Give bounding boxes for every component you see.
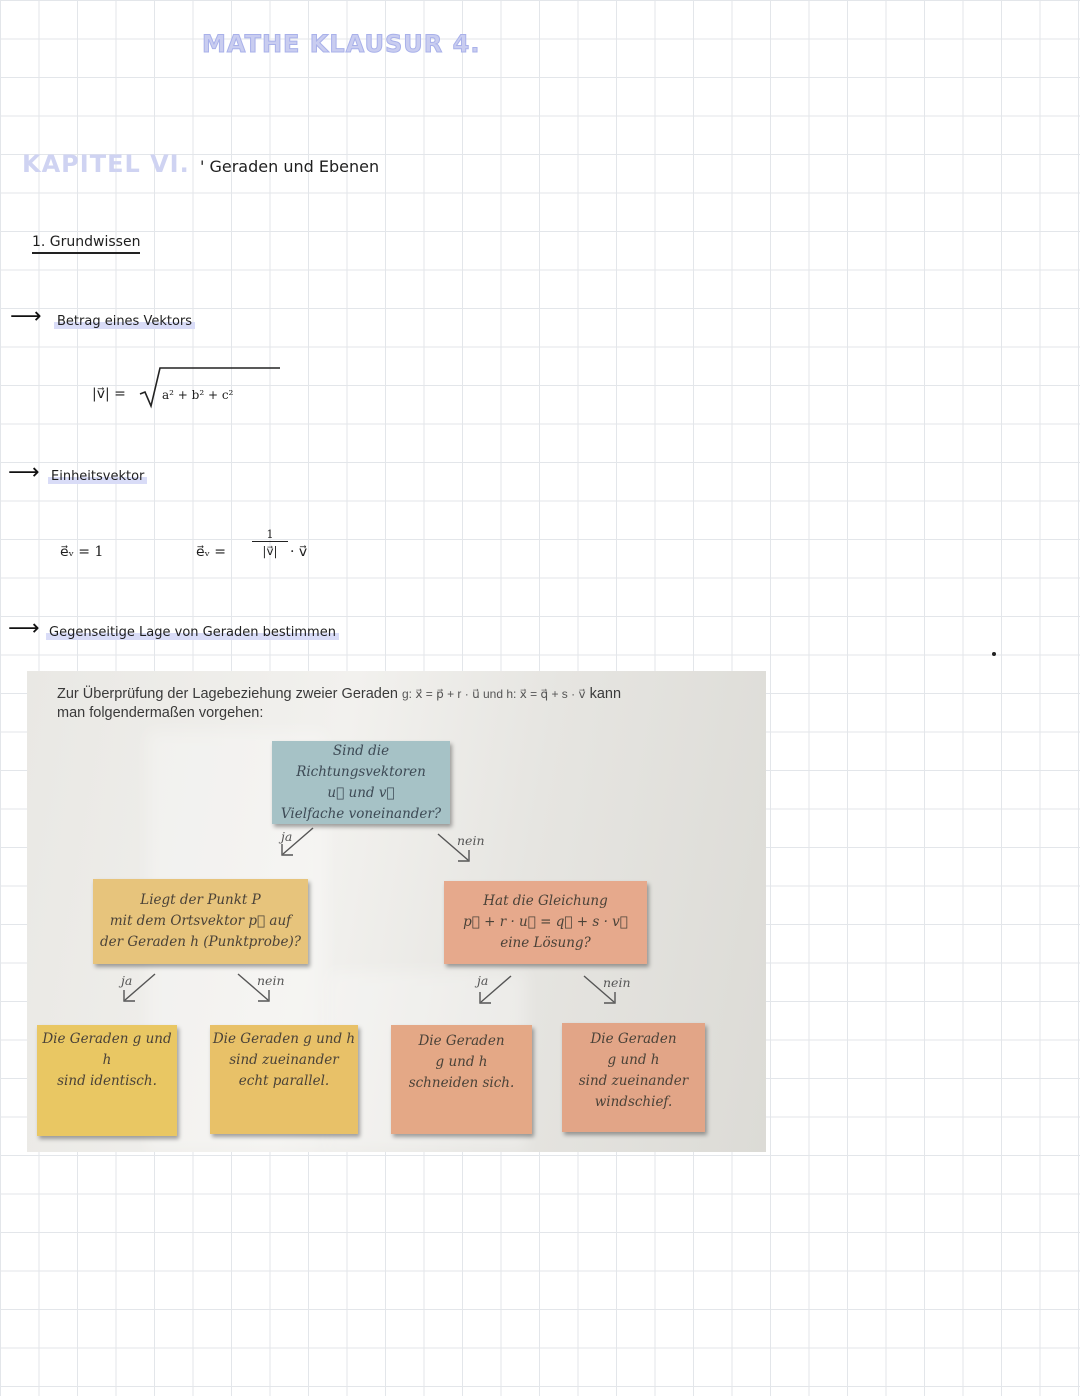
result-box-windschief: Die Geraden g und h sind zueinander wind… (562, 1023, 705, 1132)
box-line: mit dem Ortsvektor p⃗ auf (109, 913, 292, 929)
bullet-lage: Gegenseitige Lage von Geraden bestimmen (46, 625, 339, 640)
arrow-right-icon: ⟶ (8, 460, 40, 485)
result-box-schneiden: Die Geraden g und h schneiden sich. (391, 1025, 532, 1134)
einheit-formula-a: e⃗ᵥ = 1 (60, 544, 104, 560)
chapter-label: KAPITEL VI. (22, 150, 190, 178)
box-line: Die Geraden (590, 1031, 677, 1047)
label-nein: nein (603, 975, 631, 990)
arrow-right-icon: ⟶ (10, 304, 42, 329)
intro-tail: kann (589, 686, 622, 702)
box-line: windschief. (594, 1094, 673, 1110)
section-heading: 1. Grundwissen (32, 234, 141, 254)
fraction-denominator: |v⃗| (262, 544, 278, 558)
box-line: eine Lösung? (500, 935, 591, 951)
result-box-identisch: Die Geraden g und h sind identisch. (37, 1025, 177, 1136)
box-line: echt parallel. (238, 1073, 330, 1089)
box-line: g und h (607, 1052, 660, 1068)
fraction-numerator: 1 (252, 528, 288, 542)
arrow-down-right-icon (583, 975, 616, 1004)
arrow-down-left-icon (123, 973, 156, 1002)
sqrt-icon (139, 367, 280, 409)
label-ja: ja (121, 973, 133, 988)
box-line: Die Geraden g und h (42, 1031, 172, 1068)
box-line: Hat die Gleichung (483, 893, 608, 909)
arrow-down-left-icon (281, 827, 314, 856)
box-line: Liegt der Punkt P (140, 892, 261, 908)
box-line: Die Geraden (418, 1033, 505, 1049)
box-line: sind identisch. (57, 1073, 157, 1089)
question-box-punktprobe: Liegt der Punkt P mit dem Ortsvektor p⃗ … (93, 879, 308, 964)
box-line: Die Geraden g und h (212, 1031, 356, 1047)
question-box-gleichung: Hat die Gleichung p⃗ + r · u⃗ = q⃗ + s ·… (444, 881, 647, 964)
einheit-formula-b-lhs: e⃗ᵥ = (196, 544, 227, 560)
ink-dot (992, 652, 996, 656)
intro-line-1: Zur Überprüfung der Lagebeziehung zweier… (57, 686, 398, 702)
einheit-formula-b-rhs: · v⃗ (290, 544, 308, 560)
box-line: Sind die Richtungsvektoren (296, 742, 426, 780)
box-line: g und h (435, 1054, 488, 1070)
box-line: p⃗ + r · u⃗ = q⃗ + s · v⃗ (463, 914, 628, 930)
label-ja: ja (477, 973, 489, 988)
betrag-radicand: a² + b² + c² (162, 388, 234, 402)
bullet-betrag: Betrag eines Vektors (54, 314, 196, 329)
result-box-parallel: Die Geraden g und h sind zueinander echt… (210, 1025, 358, 1134)
label-nein: nein (457, 833, 485, 848)
label-nein: nein (257, 973, 285, 988)
page-title: MATHE KLAUSUR 4. (201, 30, 481, 59)
box-line: Vielfache voneinander? (280, 805, 442, 822)
formula-lhs: |v⃗| = (92, 386, 126, 402)
intro-math: g: x⃗ = p⃗ + r · u⃗ und h: x⃗ = q⃗ + s ·… (402, 687, 586, 701)
arrow-right-icon: ⟶ (8, 616, 40, 641)
label-ja: ja (281, 829, 293, 844)
box-line: sind zueinander (578, 1073, 689, 1089)
textbook-intro: Zur Überprüfung der Lagebeziehung zweier… (57, 685, 757, 723)
arrow-down-right-icon (237, 973, 270, 1002)
bullet-label: Betrag eines Vektors (54, 314, 196, 329)
intro-line-2: man folgendermaßen vorgehen: (57, 705, 264, 721)
bullet-label: Gegenseitige Lage von Geraden bestimmen (46, 625, 339, 640)
box-line: sind zueinander (229, 1052, 339, 1068)
betrag-formula: |v⃗| = (92, 386, 126, 402)
chapter-title: ' Geraden und Ebenen (200, 157, 380, 176)
question-box-richtungsvektoren: Sind die Richtungsvektoren u⃗ und v⃗ Vie… (272, 741, 450, 824)
box-line: der Geraden h (Punktprobe)? (100, 934, 301, 950)
arrow-down-right-icon (437, 833, 470, 862)
bullet-einheitsvektor: Einheitsvektor (48, 469, 148, 484)
arrow-down-left-icon (479, 975, 512, 1004)
box-line: u⃗ und v⃗ (327, 784, 395, 801)
textbook-photo: Zur Überprüfung der Lagebeziehung zweier… (27, 671, 766, 1152)
box-line: schneiden sich. (408, 1075, 515, 1091)
bullet-label: Einheitsvektor (48, 469, 148, 484)
